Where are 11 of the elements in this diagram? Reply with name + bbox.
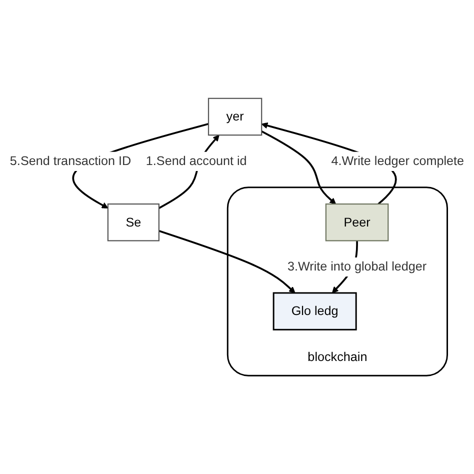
edge-label: 3.Write into global ledger xyxy=(287,260,427,274)
node-box: Peer xyxy=(325,203,389,242)
edge-label: 5.Send transaction ID xyxy=(10,154,132,168)
node-box: Se xyxy=(107,203,160,242)
edge-label: 4.Write ledger complete xyxy=(331,154,464,168)
arrow xyxy=(261,122,397,205)
node-box: yer xyxy=(208,98,262,136)
arrow xyxy=(158,230,296,294)
edge-label: 1.Send account id xyxy=(146,154,247,168)
arrow xyxy=(261,130,336,204)
node-box: Glo ledg xyxy=(272,292,357,330)
